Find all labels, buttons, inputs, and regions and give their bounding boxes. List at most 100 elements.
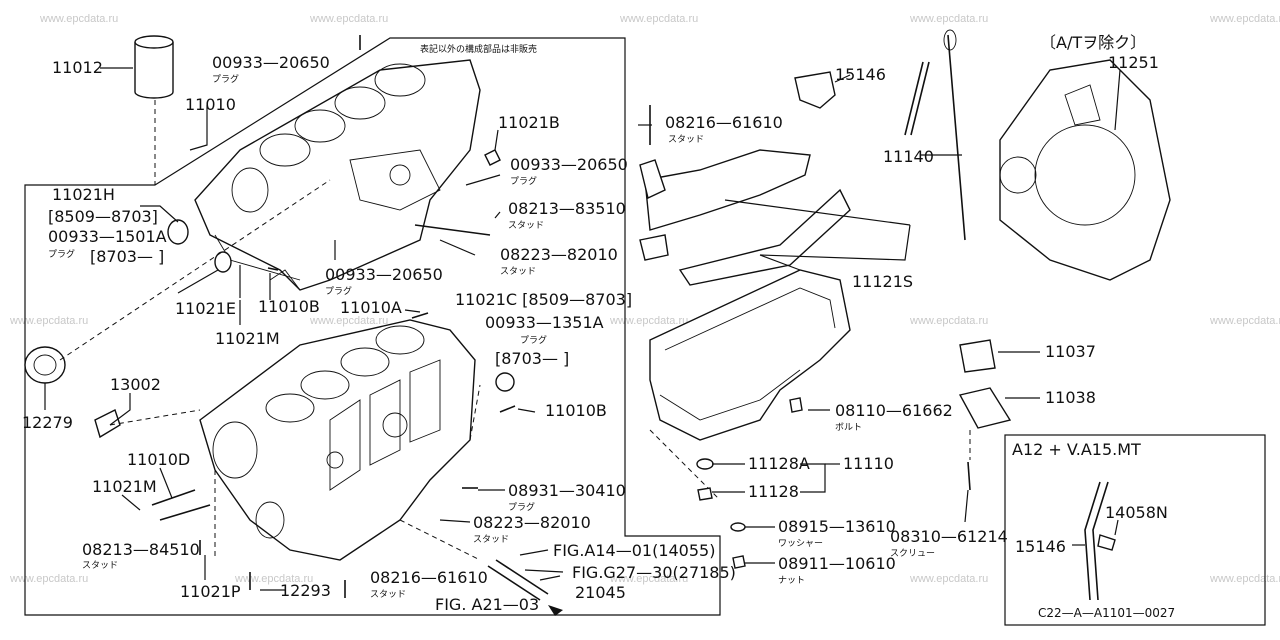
block-small-parts [24,35,549,601]
watermark: www.epcdata.ru [234,573,313,585]
part-11010: 11010 [185,95,236,114]
part-12293: 12293 [280,581,331,600]
strainer-group [958,339,1012,491]
part-00933-1351A: 00933—1351A [485,313,604,332]
part-08110-61662: 08110—61662 [835,401,953,420]
watermark: www.epcdata.ru [1209,573,1280,585]
part-08911-10610: 08911—10610 [778,554,896,573]
part-11110: 11110 [843,454,894,473]
part-15146-a: 15146 [835,65,886,84]
part-11037: 11037 [1045,342,1096,361]
part-11021P: 11021P [180,582,241,601]
drawing-code: C22—A—A1101—0027 [1038,606,1175,620]
part-21045: 21045 [575,583,626,602]
watermark: www.epcdata.ru [609,315,688,327]
watermark: www.epcdata.ru [9,573,88,585]
part-11021M-a: 11021M [215,329,280,348]
part-00933-1501A: 00933—1501A [48,227,167,246]
watermarks: www.epcdata.ru www.epcdata.ru www.epcdat… [9,13,1280,585]
part-11021H: 11021H [52,185,115,204]
part-08213-84510: 08213—84510 [82,540,200,559]
watermark: www.epcdata.ru [909,573,988,585]
plug-label-d: プラグ [325,285,352,297]
plug-label-f: プラグ [508,501,535,513]
part-00933-20650-c: 00933—20650 [325,265,443,284]
part-08310-61214: 08310—61214 [890,527,1008,546]
part-00933-20650-a: 00933—20650 [212,53,330,72]
arrow-fig-a14 [519,549,549,556]
part-11021E: 11021E [175,299,236,318]
part-11021B: 11021B [498,113,560,132]
ref-fig-g27-30[interactable]: FIG.G27—30(27185) [572,563,736,582]
watermark: www.epcdata.ru [909,13,988,25]
part-08931-30410: 08931—30410 [508,481,626,500]
stud-label-a: スタッド [508,220,544,231]
stud-label-c: スタッド [473,534,509,545]
inset-box [1004,434,1266,626]
ref-fig-a14-01[interactable]: FIG.A14—01(14055) [553,541,715,560]
arrow-fig-g27 [524,569,564,573]
part-00933-20650-b: 00933—20650 [510,155,628,174]
watermark: www.epcdata.ru [39,13,118,25]
part-11010A: 11010A [340,298,402,317]
part-14058N: 14058N [1105,503,1168,522]
ref-fig-a21-03[interactable]: FIG. A21—03 [435,595,539,614]
part-11021C: 11021C [8509—8703] [455,290,632,309]
plug-label-e: プラグ [520,334,547,346]
arrow-fig-a21 [548,605,563,616]
bolt-label: ボルト [835,422,862,433]
part-11128: 11128 [748,482,799,501]
leader-lines [44,67,1121,591]
plug-label-b: プラグ [510,175,537,187]
watermark: www.epcdata.ru [619,13,698,25]
part-08223-82010-b: 08223—82010 [473,513,591,532]
stud-label-e: スタッド [370,589,406,600]
part-08915-13610: 08915—13610 [778,517,896,536]
part-08213-83510: 08213—83510 [508,199,626,218]
watermark: www.epcdata.ru [1209,13,1280,25]
part-08223-82010-a: 08223—82010 [500,245,618,264]
watermark: www.epcdata.ru [1209,315,1280,327]
stud-label-f: スタッド [668,134,704,145]
part-11010B-a: 11010B [258,297,320,316]
part-08216-61610-b: 08216—61610 [665,113,783,132]
part-11251: 11251 [1108,53,1159,72]
part-11012: 11012 [52,58,103,77]
part-12279: 12279 [22,413,73,432]
part-11140: 11140 [883,147,934,166]
plug-label-a: プラグ [212,73,239,85]
group-boundary [24,37,721,616]
range-8703-b: [8703— ] [495,349,569,368]
dipstick-group [904,29,966,241]
watermark: www.epcdata.ru [9,315,88,327]
part-11121S: 11121S [852,272,913,291]
cylinder-block-upper [194,59,481,291]
assembly-lines [59,100,971,561]
watermark: www.epcdata.ru [309,13,388,25]
range-8509-8703-a: [8509—8703] [48,207,158,226]
at-note: 〔A/Tヲ除ク〕 [1040,33,1146,52]
rear-plate [999,59,1171,281]
part-11010B-b: 11010B [545,401,607,420]
inset-title: A12 + V.A15.MT [1012,440,1141,459]
watermark: www.epcdata.ru [909,315,988,327]
part-11038: 11038 [1045,388,1096,407]
watermark: www.epcdata.ru [609,573,688,585]
stud-label-d: スタッド [82,560,118,571]
part-15146-b: 15146 [1015,537,1066,556]
part-11010D: 11010D [127,450,190,469]
washer-label: ワッシャー [778,539,823,549]
oil-pan-group [639,71,851,569]
watermark: www.epcdata.ru [309,315,388,327]
part-08216-61610-a: 08216—61610 [370,568,488,587]
stud-label-b: スタッド [500,266,536,277]
plug-label-c: プラグ [48,248,75,260]
part-labels: 表記以外の構成部品は非販売 〔A/Tヲ除ク〕 11012 00933—20650… [22,33,1175,620]
part-13002: 13002 [110,375,161,394]
range-8703-a: [8703— ] [90,247,164,266]
screw-label: スクリュー [890,548,935,559]
part-11021M-b: 11021M [92,477,157,496]
header-note: 表記以外の構成部品は非販売 [420,43,537,55]
cylinder-block-lower [199,319,476,561]
